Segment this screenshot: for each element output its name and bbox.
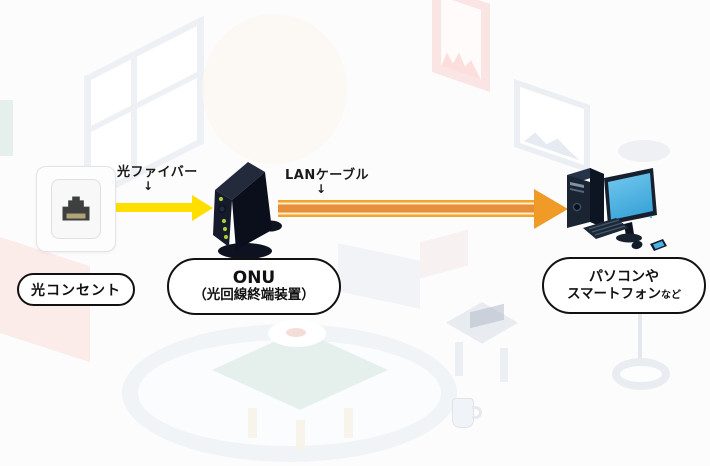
computer-illustration [567, 168, 667, 251]
mug-handle [472, 406, 482, 419]
side-table-leg [500, 348, 508, 382]
monitor-base [616, 233, 642, 243]
outlet-faceplate [51, 179, 101, 239]
onu-led [223, 234, 229, 240]
monitor-screen [608, 173, 653, 220]
optical-outlet-illustration [36, 166, 116, 252]
keyboard-keys [588, 219, 620, 230]
mug [452, 398, 482, 428]
devices-caption-line2-text: スマートフォン [566, 285, 662, 302]
tower-side [590, 168, 604, 228]
tower-front [567, 175, 590, 228]
tower-drive-slot [570, 188, 584, 193]
onu-button [218, 205, 226, 213]
onu-led [218, 196, 224, 202]
keyboard-keys [591, 222, 623, 233]
side-table-leg [455, 342, 463, 376]
outlet-caption: 光コンセント [17, 273, 135, 306]
tower-power-button [572, 202, 582, 212]
furniture-faded [420, 229, 468, 279]
bowl-contents [286, 328, 306, 337]
fiber-arrowhead [192, 195, 213, 221]
onu-led [222, 226, 228, 232]
lamp-base [612, 358, 670, 390]
onu-led [221, 218, 227, 224]
onu-left-face [213, 190, 232, 247]
devices-caption: パソコンや スマートフォンなど [542, 257, 706, 314]
lan-arrowhead [534, 189, 568, 229]
furniture-faded [338, 243, 420, 309]
mouse [631, 240, 643, 250]
picture-frame-red [432, 0, 490, 92]
phone-jack-icon [62, 196, 90, 221]
onu-base [218, 243, 272, 259]
lamp-pole [638, 298, 642, 368]
table-bowl [268, 320, 326, 347]
keyboard-keys [594, 225, 626, 236]
lamp-shade [618, 140, 670, 162]
jack-contacts [66, 213, 86, 219]
smartphone-screen [653, 241, 665, 249]
onu-device-illustration [213, 162, 282, 259]
onu-caption: ONU （光回線終端装置） [167, 258, 341, 315]
onu-caption-line2: （光回線終端装置） [193, 287, 315, 304]
onu-caption-line1: ONU [232, 267, 276, 288]
devices-caption-line2: スマートフォンなど [567, 286, 681, 304]
table-leg [344, 408, 353, 438]
wall-circle-decor [202, 14, 347, 164]
lan-arrow-shaft [278, 200, 536, 217]
tower-drive-slot [570, 182, 584, 188]
fiber-label: 光ファイバー [117, 165, 198, 180]
table-leg [248, 408, 257, 438]
onu-top-face [215, 162, 265, 200]
fiber-arrow-shaft [115, 203, 193, 212]
frame-art [524, 125, 580, 160]
devices-caption-line1: パソコンや [589, 268, 659, 285]
down-arrow-icon: ↓ [316, 182, 327, 196]
monitor-power-led [649, 215, 653, 219]
monitor-neck [624, 222, 634, 236]
picture-frame-left-edge [0, 100, 13, 156]
lan-label: LANケーブル [285, 168, 369, 183]
devices-caption-suffix: など [661, 289, 682, 301]
outlet-caption-text: 光コンセント [31, 282, 121, 299]
window-transom [91, 71, 197, 132]
keyboard [583, 218, 629, 239]
window-mullion [131, 56, 138, 174]
onu-front-face [232, 172, 272, 250]
table-leg [296, 420, 305, 450]
down-arrow-icon: ↓ [143, 179, 154, 193]
